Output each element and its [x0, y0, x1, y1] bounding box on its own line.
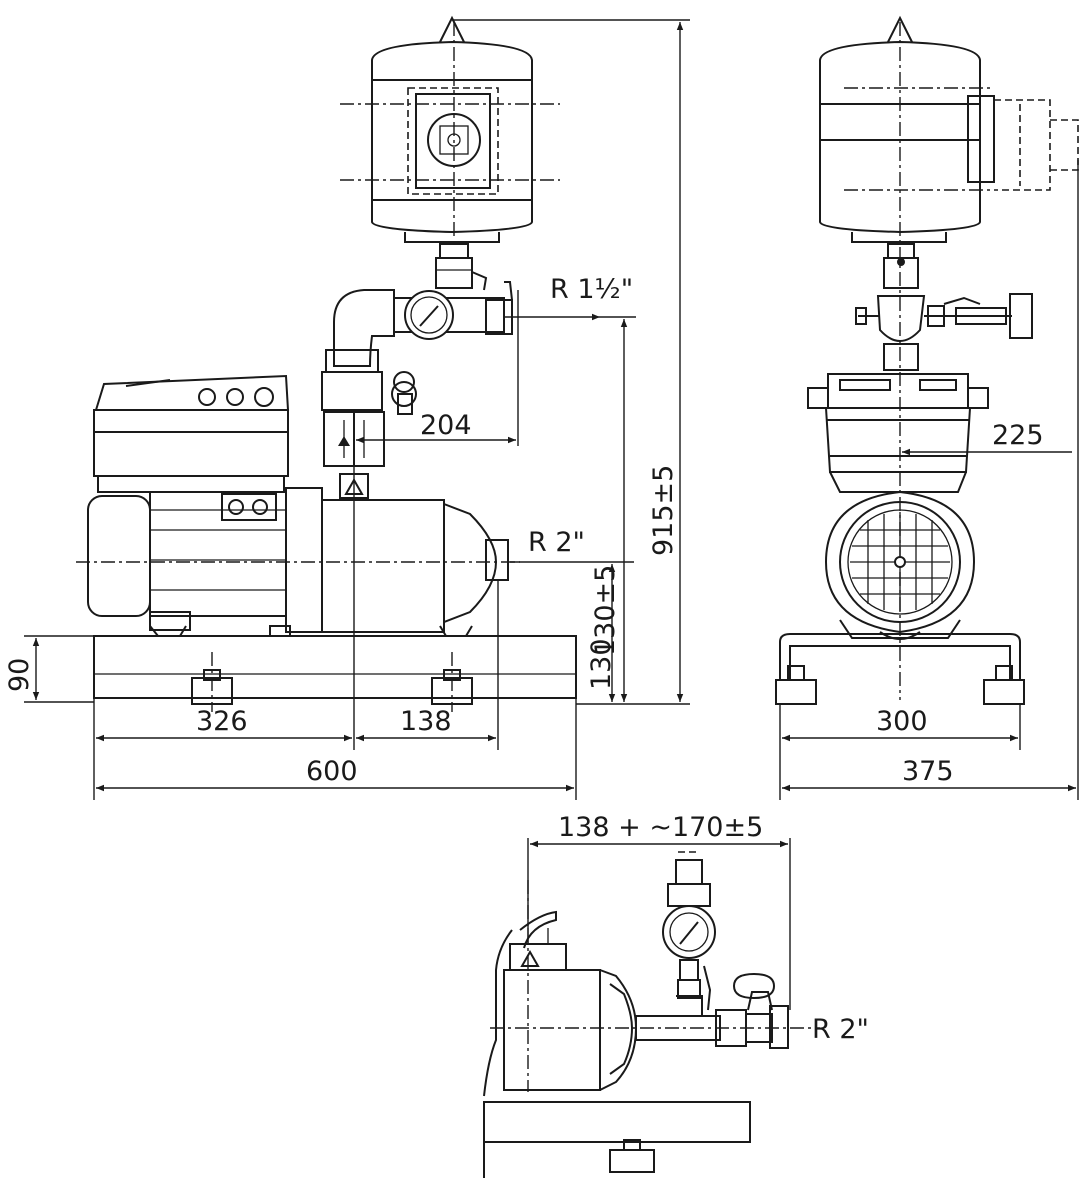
detail-piping: [635, 851, 789, 1049]
detail-length-label: 138 + ~170±5: [558, 812, 763, 843]
outlet-thread-label: R 1½": [550, 274, 633, 305]
height-130-overlap-label: 130: [586, 638, 617, 690]
motor-front: [76, 487, 520, 637]
detail-view: 138 + ~170±5 R 2": [483, 812, 869, 1178]
detail-dimensions: [527, 838, 791, 1010]
valve-assembly-front: [321, 243, 513, 499]
detail-pump: [483, 880, 820, 1178]
control-box-side: [807, 373, 989, 493]
height-915-label: 915±5: [648, 465, 679, 556]
side-dimensions: [779, 160, 1079, 800]
control-box-front: [93, 374, 290, 493]
height-130-label: 130±5: [590, 565, 621, 656]
offset-225-label: 225: [992, 420, 1044, 451]
expansion-vessel-side: [819, 15, 1079, 700]
offset-204-label: 204: [420, 410, 472, 441]
width-375-label: 375: [902, 756, 954, 787]
width-138-label: 138: [400, 706, 452, 737]
width-326-label: 326: [196, 706, 248, 737]
base-height-90-label: 90: [4, 658, 35, 692]
motor-fan-side: [824, 490, 976, 640]
front-dimensions: [24, 19, 690, 800]
width-600-label: 600: [306, 756, 358, 787]
width-300-label: 300: [876, 706, 928, 737]
expansion-vessel-front: [340, 15, 560, 243]
front-view: R 1½" R 2" 204 326 138 600 90 915±5 130±…: [4, 15, 690, 800]
inlet-thread-label: R 2": [528, 527, 585, 558]
valve-assembly-side: [855, 243, 1033, 371]
base-frame-front: [93, 635, 577, 712]
side-view: 225 300 375: [775, 15, 1079, 800]
base-frame-side: [775, 633, 1025, 705]
detail-thread-label: R 2": [812, 1014, 869, 1045]
